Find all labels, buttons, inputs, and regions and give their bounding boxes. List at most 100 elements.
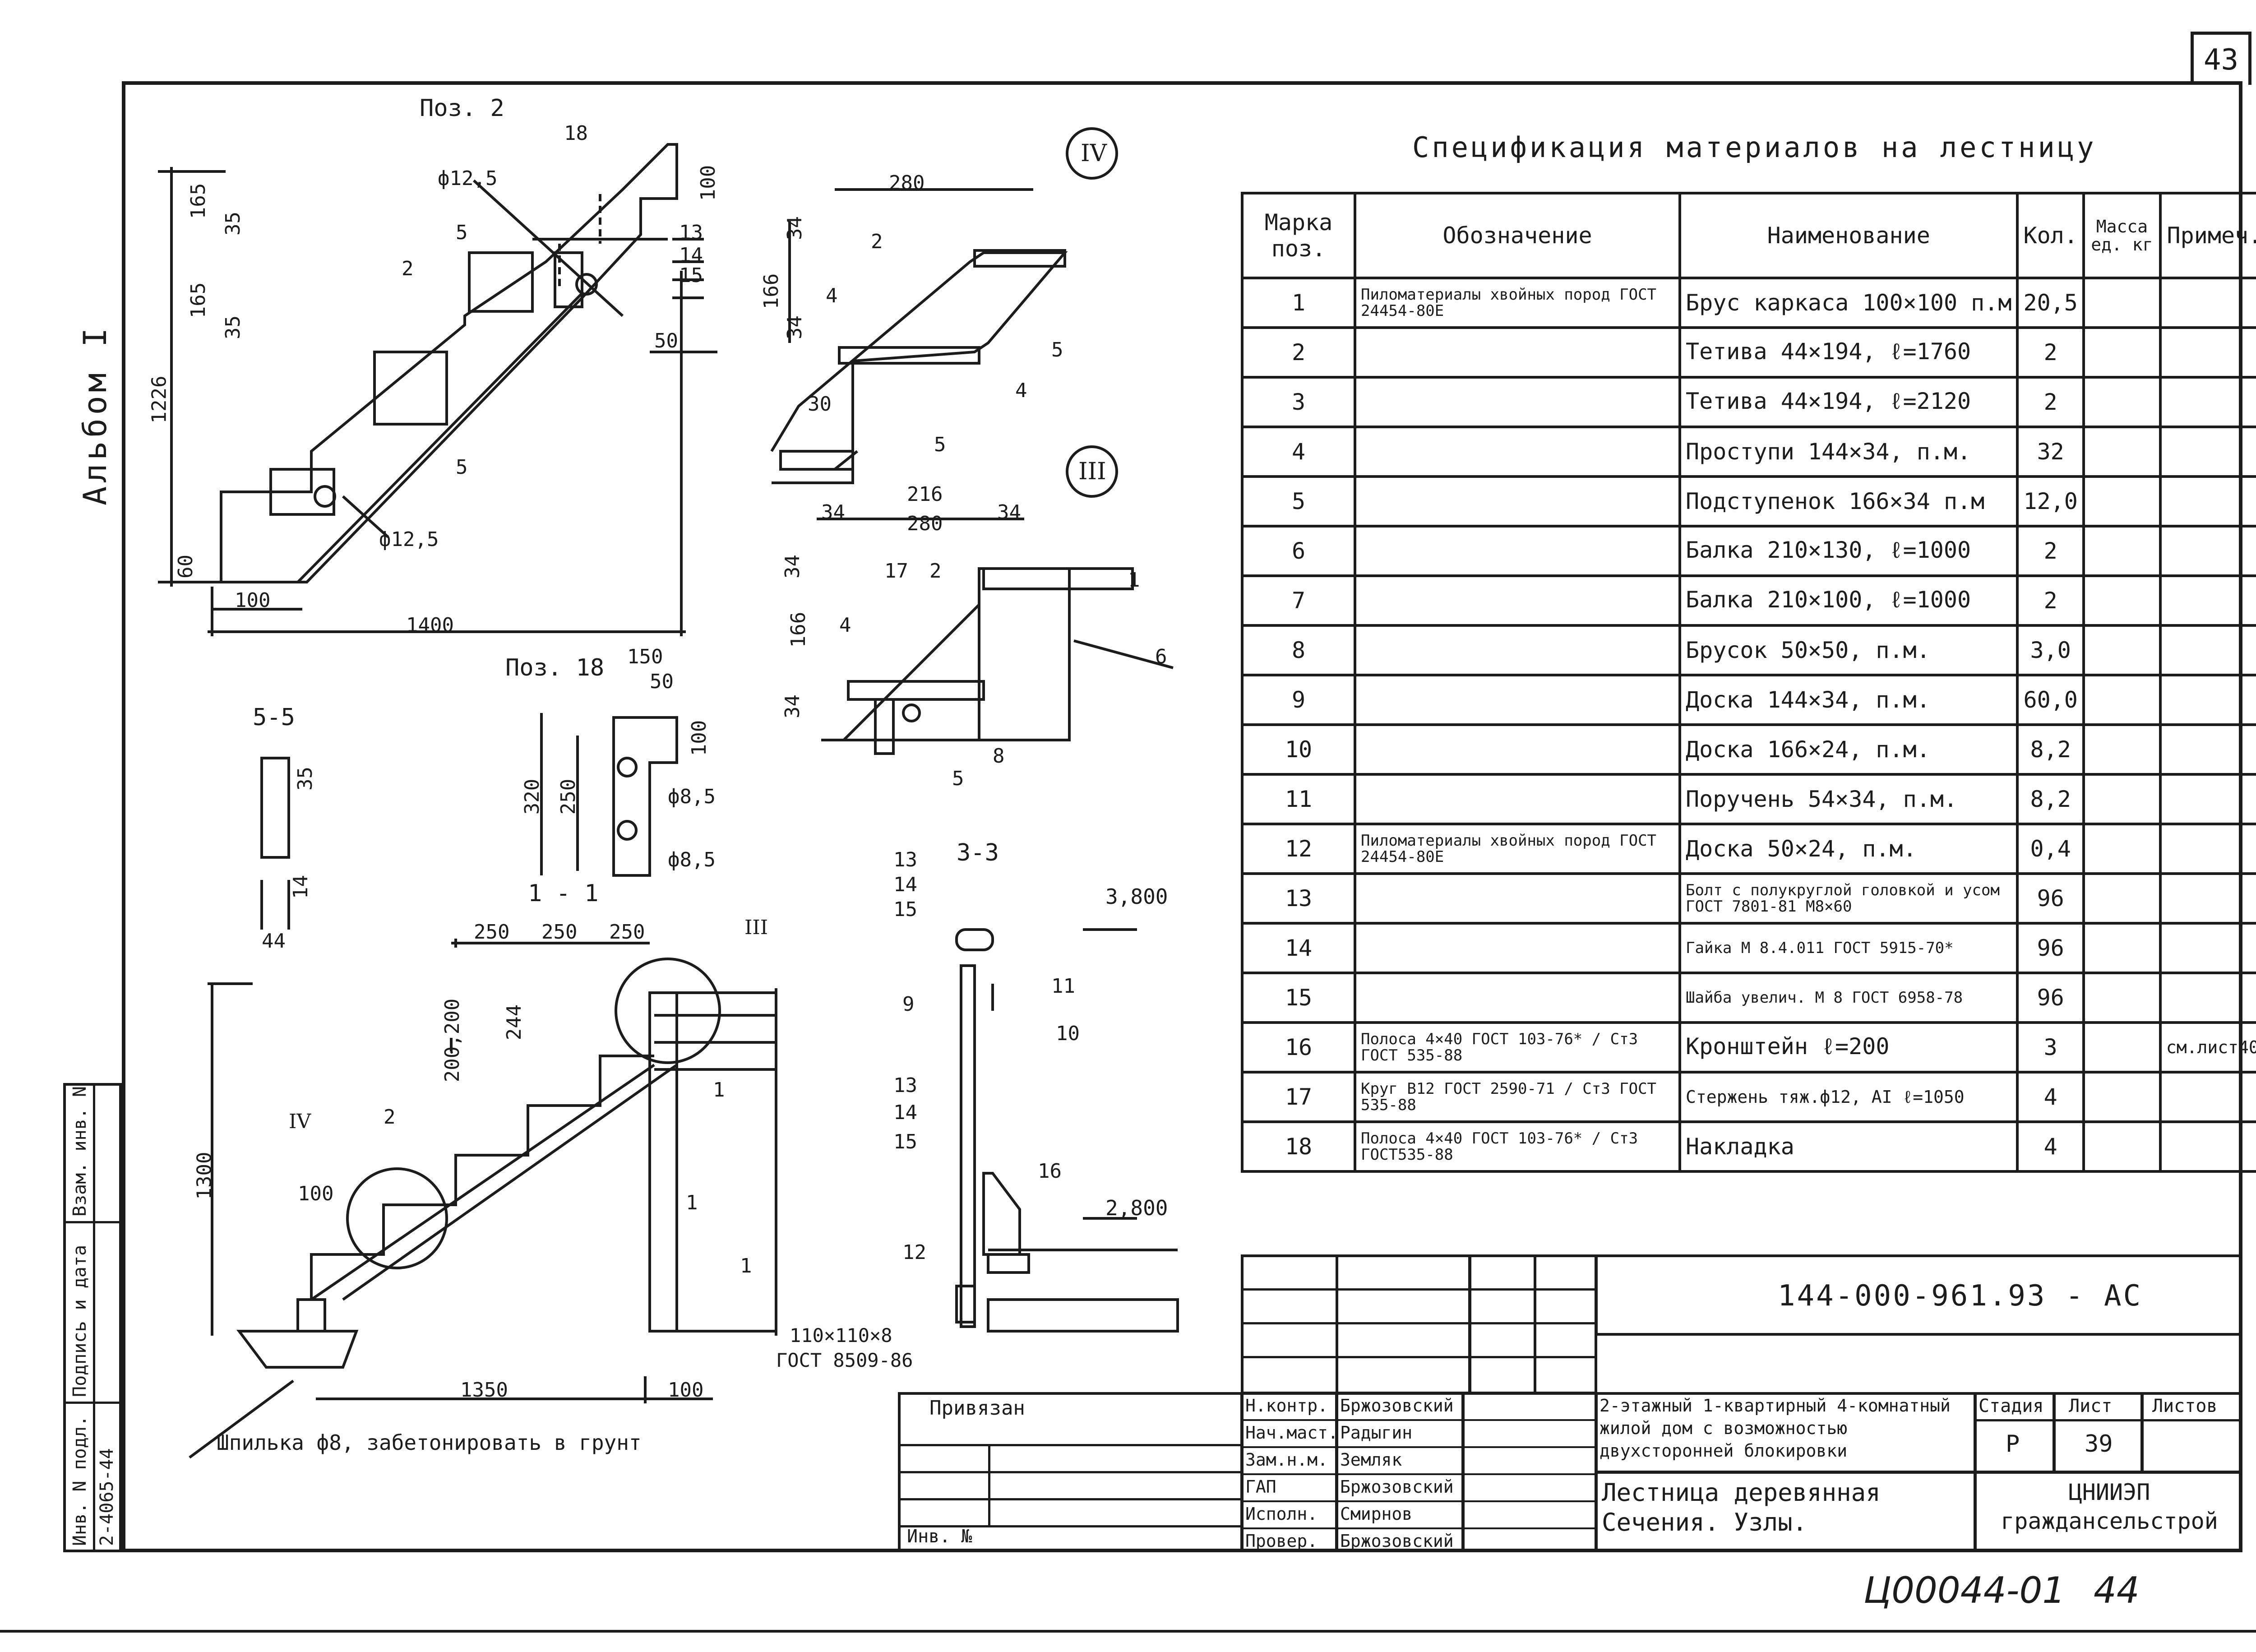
cell-mark: 16 [1241, 1021, 1356, 1074]
label-section-3-3: 3-3 [957, 839, 999, 866]
mark-5-node-iv-a: 5 [1051, 338, 1063, 361]
cell-qty: 4 [2016, 1120, 2085, 1173]
dim-165a: 165 [187, 183, 210, 219]
label-pin-note: Шпилька ф8, забетонировать в грунт [217, 1430, 642, 1455]
dim-50a: 50 [654, 329, 678, 352]
cell-designation [1354, 475, 1681, 528]
mark-2-section-1-1: 2 [384, 1106, 396, 1129]
cell-name: Балка 210×130, ℓ=1000 [1678, 525, 2019, 577]
mark-2-node-iii: 2 [929, 560, 942, 583]
doc-code: 144-000-961.93 - АС [1778, 1279, 2143, 1313]
mark-16: 16 [1038, 1160, 1062, 1183]
cell-note [2159, 823, 2256, 875]
cell-mass [2082, 1021, 2162, 1074]
label-elev-3800: 3,800 [1105, 884, 1168, 909]
cell-mark: 6 [1241, 525, 1356, 577]
cell-note: см.лист40 [2159, 1021, 2256, 1074]
mark-4-node-iv-b: 4 [1015, 379, 1027, 402]
name-1: Бржозовский [1340, 1396, 1454, 1416]
cell-designation: Полоса 4×40 ГОСТ 103-76* / Ст3 ГОСТ 535-… [1354, 1021, 1681, 1074]
role-1: Н.контр. [1245, 1396, 1328, 1416]
cell-name: Доска 144×34, п.м. [1678, 674, 2019, 726]
cell-note [2159, 674, 2256, 726]
mark-18: 18 [564, 122, 588, 145]
side-stamp: Взам. инв. N Подпись и дата Инв. N подл.… [63, 1083, 122, 1552]
cell-name: Тетива 44×194, ℓ=2120 [1678, 376, 2019, 428]
mark-15-section-3-3: 15 [893, 898, 917, 921]
cell-qty: 96 [2016, 922, 2085, 974]
cell-mass [2082, 872, 2162, 925]
cell-mark: 2 [1241, 326, 1356, 379]
dim-165b: 165 [187, 282, 210, 319]
dim-1400: 1400 [406, 614, 454, 637]
cell-qty: 2 [2016, 525, 2085, 577]
cell-name: Брус каркаса 100×100 п.м [1678, 277, 2019, 329]
mark-12: 12 [902, 1241, 926, 1264]
role-2: Нач.маст. [1245, 1423, 1338, 1443]
cell-mark: 12 [1241, 823, 1356, 875]
dim-34a: 34 [783, 216, 806, 240]
dim-44: 44 [262, 930, 286, 953]
cell-note [2159, 426, 2256, 478]
dim-50b: 50 [650, 670, 674, 693]
cell-qty: 4 [2016, 1071, 2085, 1123]
cell-designation [1354, 723, 1681, 776]
dim-100a: 100 [697, 165, 720, 201]
sheet-header: Лист [2069, 1396, 2113, 1416]
cell-qty: 20,5 [2016, 277, 2085, 329]
spec-table: Марка поз. Обозначение Наименование Кол.… [1241, 192, 2256, 1173]
cell-qty: 3,0 [2016, 624, 2085, 676]
role-5: Исполн. [1245, 1504, 1318, 1524]
cell-note [2159, 1071, 2256, 1123]
dim-phi-8-5b: ф8,5 [668, 848, 716, 871]
section-mark-1b: 1 [686, 1191, 698, 1214]
cell-mass [2082, 624, 2162, 676]
mark-14-section-3-3: 14 [893, 873, 917, 896]
cell-note [2159, 376, 2256, 428]
cell-designation: Полоса 4×40 ГОСТ 103-76* / Ст3 ГОСТ535-8… [1354, 1120, 1681, 1173]
dim-280b: 280 [907, 512, 943, 535]
cell-designation [1354, 922, 1681, 974]
section-1-1-drawing [189, 939, 777, 1459]
cell-mass [2082, 823, 2162, 875]
mark-10: 10 [1056, 1022, 1080, 1045]
cell-note [2159, 326, 2256, 379]
section-mark-1a: 1 [713, 1078, 725, 1101]
mark-11: 11 [1051, 975, 1075, 998]
dim-phi-12-5b: ф12,5 [379, 528, 439, 551]
mark-15: 15 [679, 264, 703, 287]
dim-250c: 250 [609, 921, 645, 944]
inv-no-label: Инв. № [907, 1526, 972, 1547]
cell-mass [2082, 475, 2162, 528]
mark-17: 17 [884, 560, 908, 583]
mark-2-node-iv: 2 [871, 230, 883, 253]
label-node-iii-ref: III [744, 916, 768, 939]
cell-note [2159, 1120, 2256, 1173]
dim-250a: 250 [474, 921, 510, 944]
node-iv-drawing [770, 127, 1118, 484]
dim-100d: 100 [298, 1182, 334, 1205]
mark-9: 9 [902, 993, 915, 1016]
dim-phi-8-5a: ф8,5 [668, 785, 716, 808]
project-name: 2-этажный 1-квартирный 4-комнатный жилой… [1600, 1396, 1951, 1461]
cell-name: Балка 210×100, ℓ=1000 [1678, 574, 2019, 627]
label-section-1-1: 1 - 1 [528, 880, 599, 907]
dim-35c: 35 [293, 767, 317, 791]
mark-14: 14 [679, 244, 703, 267]
cell-designation [1354, 872, 1681, 925]
cell-name: Доска 50×24, п.м. [1678, 823, 2019, 875]
cell-mark: 18 [1241, 1120, 1356, 1173]
dim-34f: 34 [781, 694, 804, 718]
cell-mark: 7 [1241, 574, 1356, 627]
node-iii-drawing [817, 445, 1174, 755]
cell-mass [2082, 376, 2162, 428]
col-note: Примеч. [2159, 192, 2256, 279]
cell-note [2159, 525, 2256, 577]
col-mass: Масса ед. кг [2082, 192, 2162, 279]
